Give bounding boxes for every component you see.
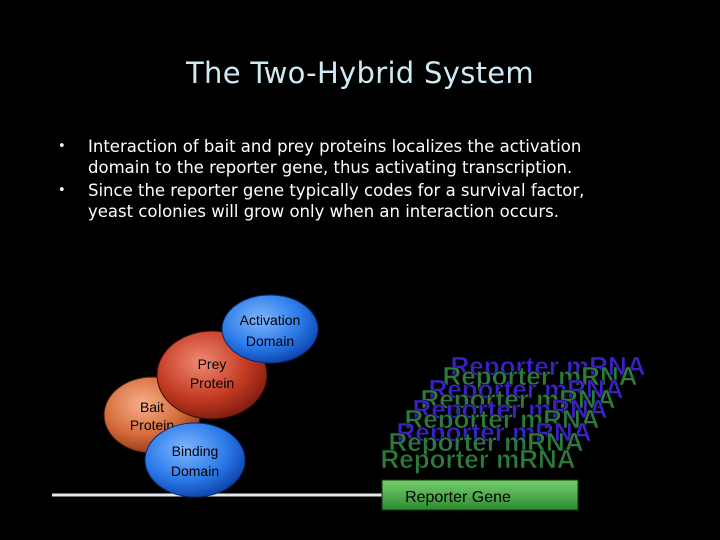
bullet-dot-icon: • bbox=[58, 139, 66, 154]
reporter-mrna-label: Reporter mRNA bbox=[450, 351, 645, 381]
bait-protein-label-line2: Protein bbox=[130, 417, 174, 433]
binding-domain-label-line1: Binding bbox=[172, 443, 219, 459]
activation-domain-label-line1: Activation bbox=[240, 312, 301, 328]
slide-title: The Two-Hybrid System bbox=[186, 56, 534, 90]
bait-protein-label-line1: Bait bbox=[140, 399, 164, 415]
binding-domain-shape bbox=[144, 422, 246, 498]
reporter-mrna-label: Reporter mRNA bbox=[442, 361, 637, 391]
bullet-line: domain to the reporter gene, thus activa… bbox=[88, 158, 573, 177]
reporter-mrna-label: Reporter mRNA bbox=[412, 394, 607, 424]
activation-domain: Activation Domain bbox=[221, 294, 319, 364]
prey-protein-label-line1: Prey bbox=[198, 356, 227, 372]
bullet-list: • Interaction of bait and prey proteins … bbox=[58, 136, 698, 224]
bullet-item: • Since the reporter gene typically code… bbox=[58, 180, 698, 222]
reporter-mrna-label: Reporter mRNA bbox=[388, 427, 583, 457]
reporter-gene-box bbox=[381, 479, 579, 511]
reporter-mrna-label: Reporter mRNA bbox=[428, 374, 623, 404]
bullet-line: Interaction of bait and prey proteins lo… bbox=[88, 137, 582, 156]
bullet-line: yeast colonies will grow only when an in… bbox=[88, 202, 560, 221]
binding-domain: Binding Domain bbox=[144, 422, 246, 498]
reporter-mrna-label: Reporter mRNA bbox=[380, 444, 575, 474]
bullet-dot-icon: • bbox=[58, 183, 66, 198]
reporter-mrna-label: Reporter mRNA bbox=[420, 384, 615, 414]
bullet-item: • Interaction of bait and prey proteins … bbox=[58, 136, 698, 178]
reporter-mrna-stack: Reporter mRNA Reporter mRNA Reporter mRN… bbox=[380, 351, 646, 475]
reporter-gene-label: Reporter Gene bbox=[405, 489, 511, 506]
activation-domain-label-line2: Domain bbox=[246, 333, 294, 349]
bullet-line: Since the reporter gene typically codes … bbox=[88, 181, 585, 200]
binding-domain-label-line2: Domain bbox=[171, 463, 219, 479]
reporter-gene: Reporter Gene bbox=[381, 479, 579, 511]
prey-protein-label-line2: Protein bbox=[190, 375, 234, 391]
reporter-mrna-label: Reporter mRNA bbox=[404, 404, 599, 434]
reporter-mrna-label: Reporter mRNA bbox=[396, 417, 591, 447]
activation-domain-shape bbox=[221, 294, 319, 364]
